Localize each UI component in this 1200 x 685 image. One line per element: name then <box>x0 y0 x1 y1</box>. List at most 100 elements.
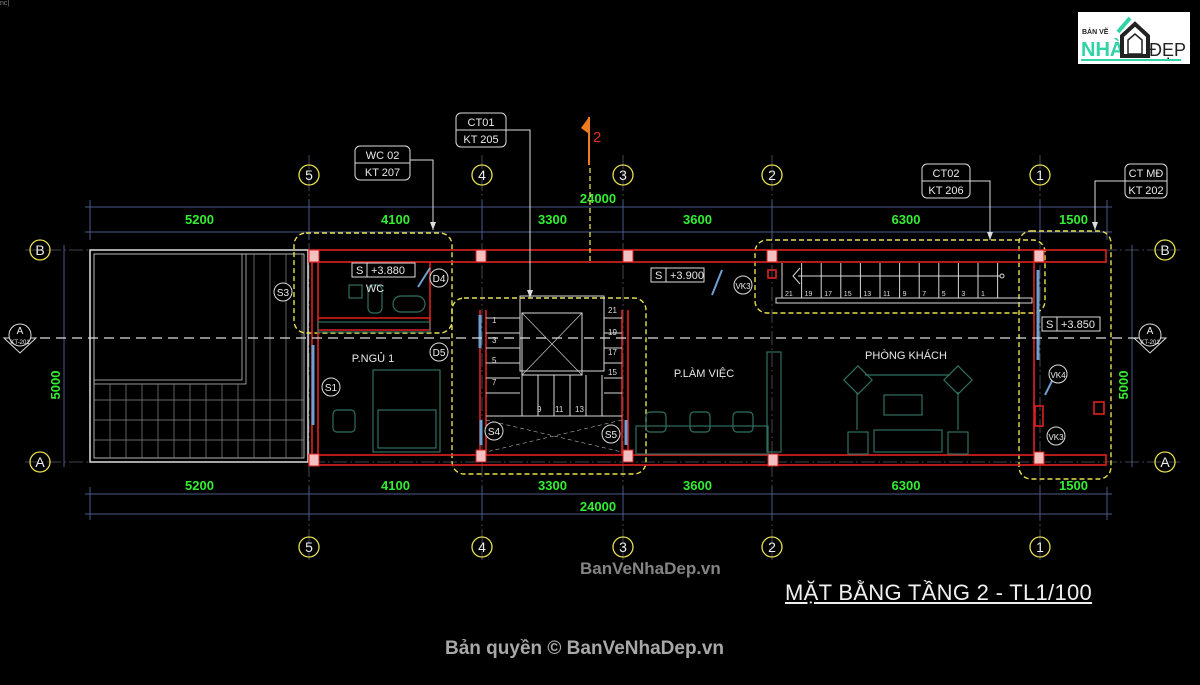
opening-bubble <box>273 282 293 302</box>
grid-label-1: 1 <box>1036 167 1044 183</box>
column <box>622 249 634 263</box>
column <box>308 249 320 263</box>
room-label: WC <box>366 283 384 295</box>
stair-step-number: 9 <box>537 405 542 414</box>
grid-bubble <box>1154 239 1176 261</box>
grid-bubble <box>29 451 51 473</box>
opening-bubble <box>1048 364 1068 384</box>
dimension-value: 4100 <box>381 212 410 227</box>
tag-leader <box>410 159 434 230</box>
corner-text: nc| <box>0 0 10 7</box>
room-label: P.NGỦ 1 <box>352 352 395 365</box>
tag-arrow-icon <box>527 290 533 298</box>
stair-step-number: 7 <box>492 378 497 387</box>
column <box>1033 451 1045 465</box>
stair-step-number: 1 <box>981 291 985 298</box>
level-box <box>650 267 705 283</box>
section-ref: KT-201 <box>1140 340 1160 346</box>
tag-leader <box>506 129 531 298</box>
grid-label-2: 2 <box>768 167 776 183</box>
grid-bubble <box>761 164 783 186</box>
grid-bubble <box>1154 451 1176 473</box>
column <box>1033 249 1045 263</box>
grid-label-3: 3 <box>619 167 627 183</box>
opening-label: VK3 <box>735 282 751 291</box>
furniture <box>317 284 973 455</box>
dimension-value: 5200 <box>185 212 214 227</box>
stair-step-number: 13 <box>863 291 871 298</box>
dimension-value: 4100 <box>381 478 410 493</box>
opening-label: S5 <box>605 430 618 441</box>
opening-bubble <box>321 377 341 397</box>
level-s: S <box>1046 319 1053 331</box>
stair-step-number: 21 <box>608 306 617 315</box>
grid-label-5: 5 <box>305 539 313 555</box>
stair-step-number: 13 <box>575 405 584 414</box>
walls <box>308 249 1107 466</box>
opening-bubble <box>429 268 449 288</box>
dimension-value: 1500 <box>1059 212 1088 227</box>
stair-step-number: 17 <box>608 348 617 357</box>
dimension-value: 6300 <box>892 212 921 227</box>
grid-bubble <box>761 536 783 558</box>
level-box <box>351 262 416 278</box>
dimension-value: 5200 <box>185 478 214 493</box>
dimension-value: 3300 <box>538 478 567 493</box>
grid-bubble <box>29 239 51 261</box>
grid-bubble <box>471 164 493 186</box>
section-ref: KT-201 <box>10 340 30 346</box>
highlight-zones <box>293 230 1112 480</box>
column <box>767 453 779 467</box>
tag-bottom: KT 206 <box>928 185 963 197</box>
stair-step-number: 17 <box>824 291 832 298</box>
stair-step-number: 11 <box>883 291 890 298</box>
tag-arrow-icon <box>987 232 993 240</box>
stair-step-number: 11 <box>555 405 564 414</box>
stair-step-number: 3 <box>492 336 497 345</box>
dimension-total: 24000 <box>580 499 616 514</box>
opening-bubble <box>484 421 504 441</box>
column <box>308 453 320 467</box>
level-s: S <box>356 265 363 277</box>
grid-bubble <box>471 536 493 558</box>
dimension-side: 5000 <box>48 371 63 400</box>
stair-step-number: 15 <box>844 291 852 298</box>
dimension-value: 1500 <box>1059 478 1088 493</box>
windows <box>311 267 1061 445</box>
dimension-value: 6300 <box>892 478 921 493</box>
grid-label-1: 1 <box>1036 539 1044 555</box>
tag-leader <box>970 180 991 240</box>
logo-right-text: ĐẸP <box>1149 40 1186 60</box>
terrace <box>89 249 309 463</box>
grid-label-3: 3 <box>619 539 627 555</box>
dimension-value: 3600 <box>683 478 712 493</box>
opening-label: S4 <box>488 427 501 438</box>
level-s: S <box>655 270 662 282</box>
dimension-value: 3600 <box>683 212 712 227</box>
section-bubble <box>8 323 32 347</box>
grid-bubble <box>298 164 320 186</box>
stair-step-number: 1 <box>492 316 497 325</box>
tag-top: CT MĐ <box>1129 168 1164 180</box>
opening-label: VK4 <box>1050 371 1066 380</box>
house-logo-icon: BẢN VẼ NHÀ ĐẸP <box>1081 16 1186 61</box>
grid-bubble <box>612 536 634 558</box>
logo-small-text: BẢN VẼ <box>1082 27 1109 36</box>
column <box>475 449 487 463</box>
tag-top: CT02 <box>933 168 960 180</box>
section-cut-label: 2 <box>593 129 601 146</box>
section-label: A <box>17 326 24 337</box>
grid-bubble <box>1029 536 1051 558</box>
column <box>622 449 634 463</box>
brand-logo: BẢN VẼ NHÀ ĐẸP <box>1078 12 1190 64</box>
grid-label-2: 2 <box>768 539 776 555</box>
level-value: +3.900 <box>670 270 704 282</box>
stair-step-number: 19 <box>608 328 617 337</box>
column <box>475 249 487 263</box>
